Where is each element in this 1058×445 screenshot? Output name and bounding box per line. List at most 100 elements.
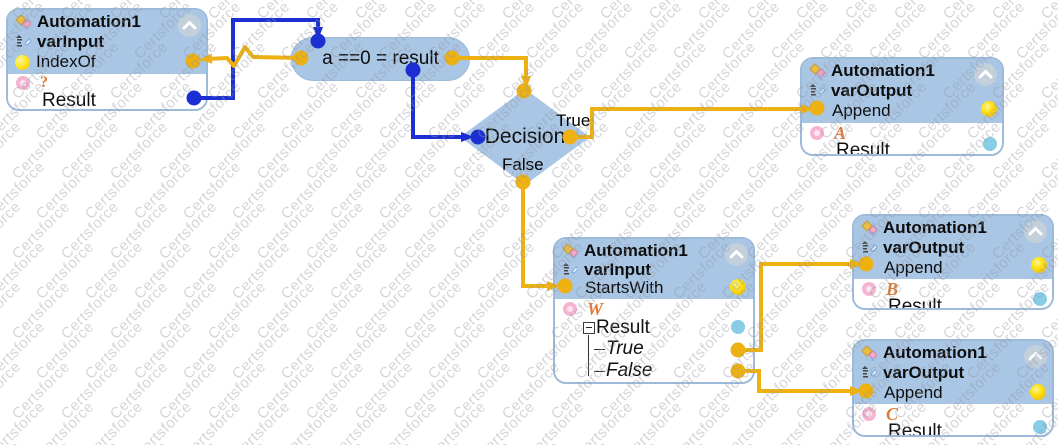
- watermark-text: Certsforce: [253, 358, 319, 423]
- variable-letter: C: [886, 403, 899, 424]
- watermark-text: Certsforce: [499, 438, 563, 445]
- watermark-text: Certsforce: [228, 318, 294, 383]
- watermark-text: Certsforce: [597, 438, 661, 445]
- wire-expression-to-indexof[interactable]: [199, 45, 302, 68]
- watermark-text: Certsforce: [277, 238, 343, 303]
- wire-false-to-startswith[interactable]: [521, 182, 560, 291]
- watermark-text: Certsforce: [1012, 0, 1058, 63]
- node-varoutput-b[interactable]: Automation1 varOutput Append B Result: [852, 214, 1054, 310]
- watermark-text: Certsforce: [106, 358, 172, 423]
- node-title: Automation1: [831, 61, 935, 80]
- watermark-text: Certsforce: [891, 438, 955, 445]
- watermark-text: Certsforce: [743, 38, 809, 103]
- expression-node[interactable]: a ==0 = result: [291, 37, 470, 81]
- watermark-text: Certsforce: [401, 438, 465, 445]
- watermark-text: Certsforce: [155, 118, 221, 183]
- watermark-text: Certsforce: [669, 0, 735, 63]
- shapes-icon: [860, 220, 878, 236]
- watermark-text: Certsforce: [694, 38, 760, 103]
- chevron-up-icon[interactable]: [974, 63, 997, 86]
- chevron-up-icon[interactable]: [1024, 345, 1047, 368]
- watermark-text: Certsforce: [646, 0, 710, 23]
- watermark-text: Certsforce: [302, 358, 368, 423]
- watermark-text: Certsforce: [0, 318, 49, 383]
- result-row: Result: [596, 316, 650, 338]
- watermark-text: Certsforce: [57, 198, 123, 263]
- watermark-text: Certsforce: [645, 118, 711, 183]
- chevron-up-icon[interactable]: [725, 243, 748, 266]
- expander-icon[interactable]: [583, 321, 595, 334]
- watermark-text: Certsforce: [1037, 118, 1058, 183]
- watermark-text: Certsforce: [694, 118, 760, 183]
- node-action: Append: [884, 383, 943, 402]
- watermark-text: Certsforce: [718, 0, 784, 63]
- node-varinput-startswith[interactable]: Automation1 varInput StartsWith W Result…: [553, 237, 755, 384]
- watermark-text: Certsforce: [277, 78, 343, 143]
- flower-icon: [16, 76, 30, 90]
- watermark-text: Certsforce: [228, 158, 294, 223]
- chevron-up-icon[interactable]: [178, 14, 201, 37]
- watermark-text: Certsforce: [375, 78, 441, 143]
- watermark-text: Certsforce: [277, 158, 343, 223]
- watermark-text: Certsforce: [718, 398, 784, 445]
- watermark-text: Certsforce: [130, 158, 196, 223]
- watermark-text: Certsforce: [0, 238, 49, 303]
- watermark-text: Certsforce: [669, 398, 735, 445]
- watermark-text: Certsforce: [228, 78, 294, 143]
- watermark-text: Certsforce: [400, 278, 466, 343]
- true-branch-label: True: [556, 111, 591, 130]
- watermark-text: Certsforce: [473, 318, 539, 383]
- watermark-text: Certsforce: [302, 118, 368, 183]
- watermark-text: Certsforce: [0, 198, 25, 263]
- watermark-text: Certsforce: [58, 438, 122, 445]
- watermark-text: Certsforce: [0, 398, 49, 445]
- node-varoutput-a[interactable]: Automation1 varOutput Append A Result: [800, 57, 1004, 156]
- watermark-text: Certsforce: [8, 358, 74, 423]
- watermark-text: Certsforce: [743, 118, 809, 183]
- watermark-text: Certsforce: [1038, 438, 1058, 445]
- chevron-up-icon[interactable]: [1024, 220, 1047, 243]
- watermark-text: Certsforce: [351, 118, 417, 183]
- watermark-text: Certsforce: [400, 198, 466, 263]
- watermark-text: Certsforce: [32, 238, 98, 303]
- watermark-text: Certsforce: [204, 278, 270, 343]
- wire-true-to-append-b[interactable]: [738, 259, 863, 352]
- watermark-text: Certsforce: [228, 398, 294, 445]
- watermark-text: Certsforce: [8, 278, 74, 343]
- wire-true-to-append-a[interactable]: [570, 104, 814, 139]
- watermark-text: Certsforce: [424, 238, 490, 303]
- shapes-icon: [561, 242, 579, 259]
- watermark-text: Certsforce: [767, 0, 833, 63]
- watermark-text: Certsforce: [596, 118, 662, 183]
- variable-letter: A: [834, 122, 847, 143]
- watermark-text: Certsforce: [793, 438, 857, 445]
- watermark-text: Certsforce: [792, 358, 858, 423]
- variable-icon: [14, 34, 32, 50]
- node-varoutput-c[interactable]: Automation1 varOutput Append C Result: [852, 339, 1054, 437]
- node-varinput-indexof[interactable]: Automation1 varInput IndexOf ? Result: [6, 8, 208, 111]
- watermark-text: Certsforce: [865, 0, 931, 63]
- wire-false-to-append-c[interactable]: [738, 369, 863, 396]
- watermark-text: Certsforce: [326, 318, 392, 383]
- watermark-text: Certsforce: [449, 358, 515, 423]
- watermark-text: Certsforce: [179, 318, 245, 383]
- node-subtitle: varOutput: [883, 363, 965, 382]
- watermark-text: Certsforce: [254, 0, 318, 23]
- watermark-text: Certsforce: [597, 0, 661, 23]
- watermark-text: Certsforce: [106, 118, 172, 183]
- watermark-text: Certsforce: [81, 238, 147, 303]
- watermark-text: Certsforce: [744, 0, 808, 23]
- watermark-text: Certsforce: [130, 398, 196, 445]
- watermark-text: Certsforce: [449, 198, 515, 263]
- watermark-text: Certsforce: [473, 0, 539, 63]
- watermark-text: Certsforce: [8, 198, 74, 263]
- watermark-text: Certsforce: [8, 118, 74, 183]
- watermark-text: Certsforce: [424, 158, 490, 223]
- watermark-text: Certsforce: [155, 198, 221, 263]
- watermark-text: Certsforce: [473, 238, 539, 303]
- watermark-text: Certsforce: [204, 38, 270, 103]
- watermark-text: Certsforce: [695, 0, 759, 23]
- watermark-text: Certsforce: [1012, 78, 1058, 143]
- watermark-text: Certsforce: [375, 238, 441, 303]
- branch-true: True: [561, 338, 747, 360]
